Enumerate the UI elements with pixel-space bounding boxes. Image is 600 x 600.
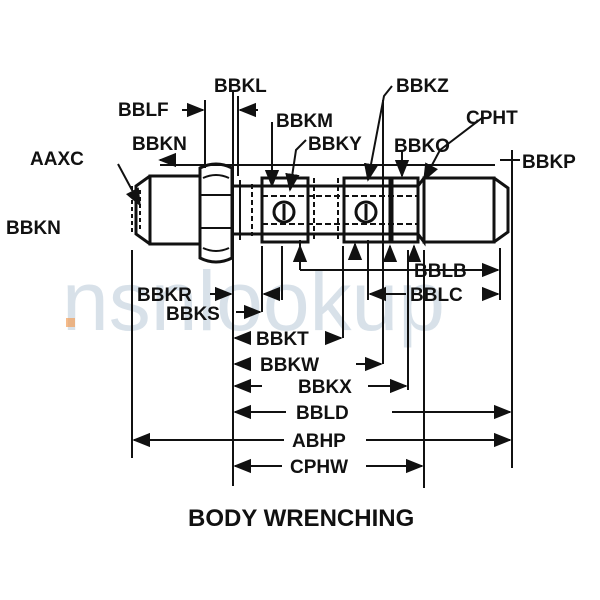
extension-lines [131,90,513,488]
label-bbld: BBLD [296,403,349,424]
left-threaded-end [131,174,202,246]
label-bblb: BBLB [414,261,467,282]
label-bbko: BBKO [394,136,450,157]
dimension-lines [117,85,520,474]
label-bbkl: BBKL [214,76,267,97]
label-bblf: BBLF [118,100,169,121]
fitting-body [131,162,510,264]
body-center [230,176,420,244]
wrench-flat-left [272,200,296,224]
watermark-dot [66,318,75,327]
label-cpht: CPHT [466,108,518,129]
label-bbkm: BBKM [276,111,333,132]
label-bbkp: BBKP [522,152,576,173]
label-bbkw: BBKW [260,355,319,376]
label-bbkt: BBKT [256,329,309,350]
label-aaxc: AAXC [30,149,84,170]
label-bbky: BBKY [308,134,362,155]
hex-nut [198,162,234,264]
label-bbks: BBKS [166,304,220,325]
label-bbkz: BBKZ [396,76,449,97]
label-abhp: ABHP [292,431,346,452]
wrench-flat-right [354,200,378,224]
diagram-caption: BODY WRENCHING [188,505,414,532]
label-bblc: BBLC [410,285,463,306]
label-bbkr: BBKR [137,285,192,306]
label-bbkx: BBKX [298,377,352,398]
watermark: nsnlookup [62,254,445,348]
label-cphw: CPHW [290,457,348,478]
label-bbkn-left: BBKN [6,218,61,239]
right-threaded-end [416,173,510,247]
label-bbkn-top: BBKN [132,134,187,155]
dimension-labels: BBKL BBKZ BBLF BBKM CPHT BBKN BBKY BBKO … [6,76,576,478]
